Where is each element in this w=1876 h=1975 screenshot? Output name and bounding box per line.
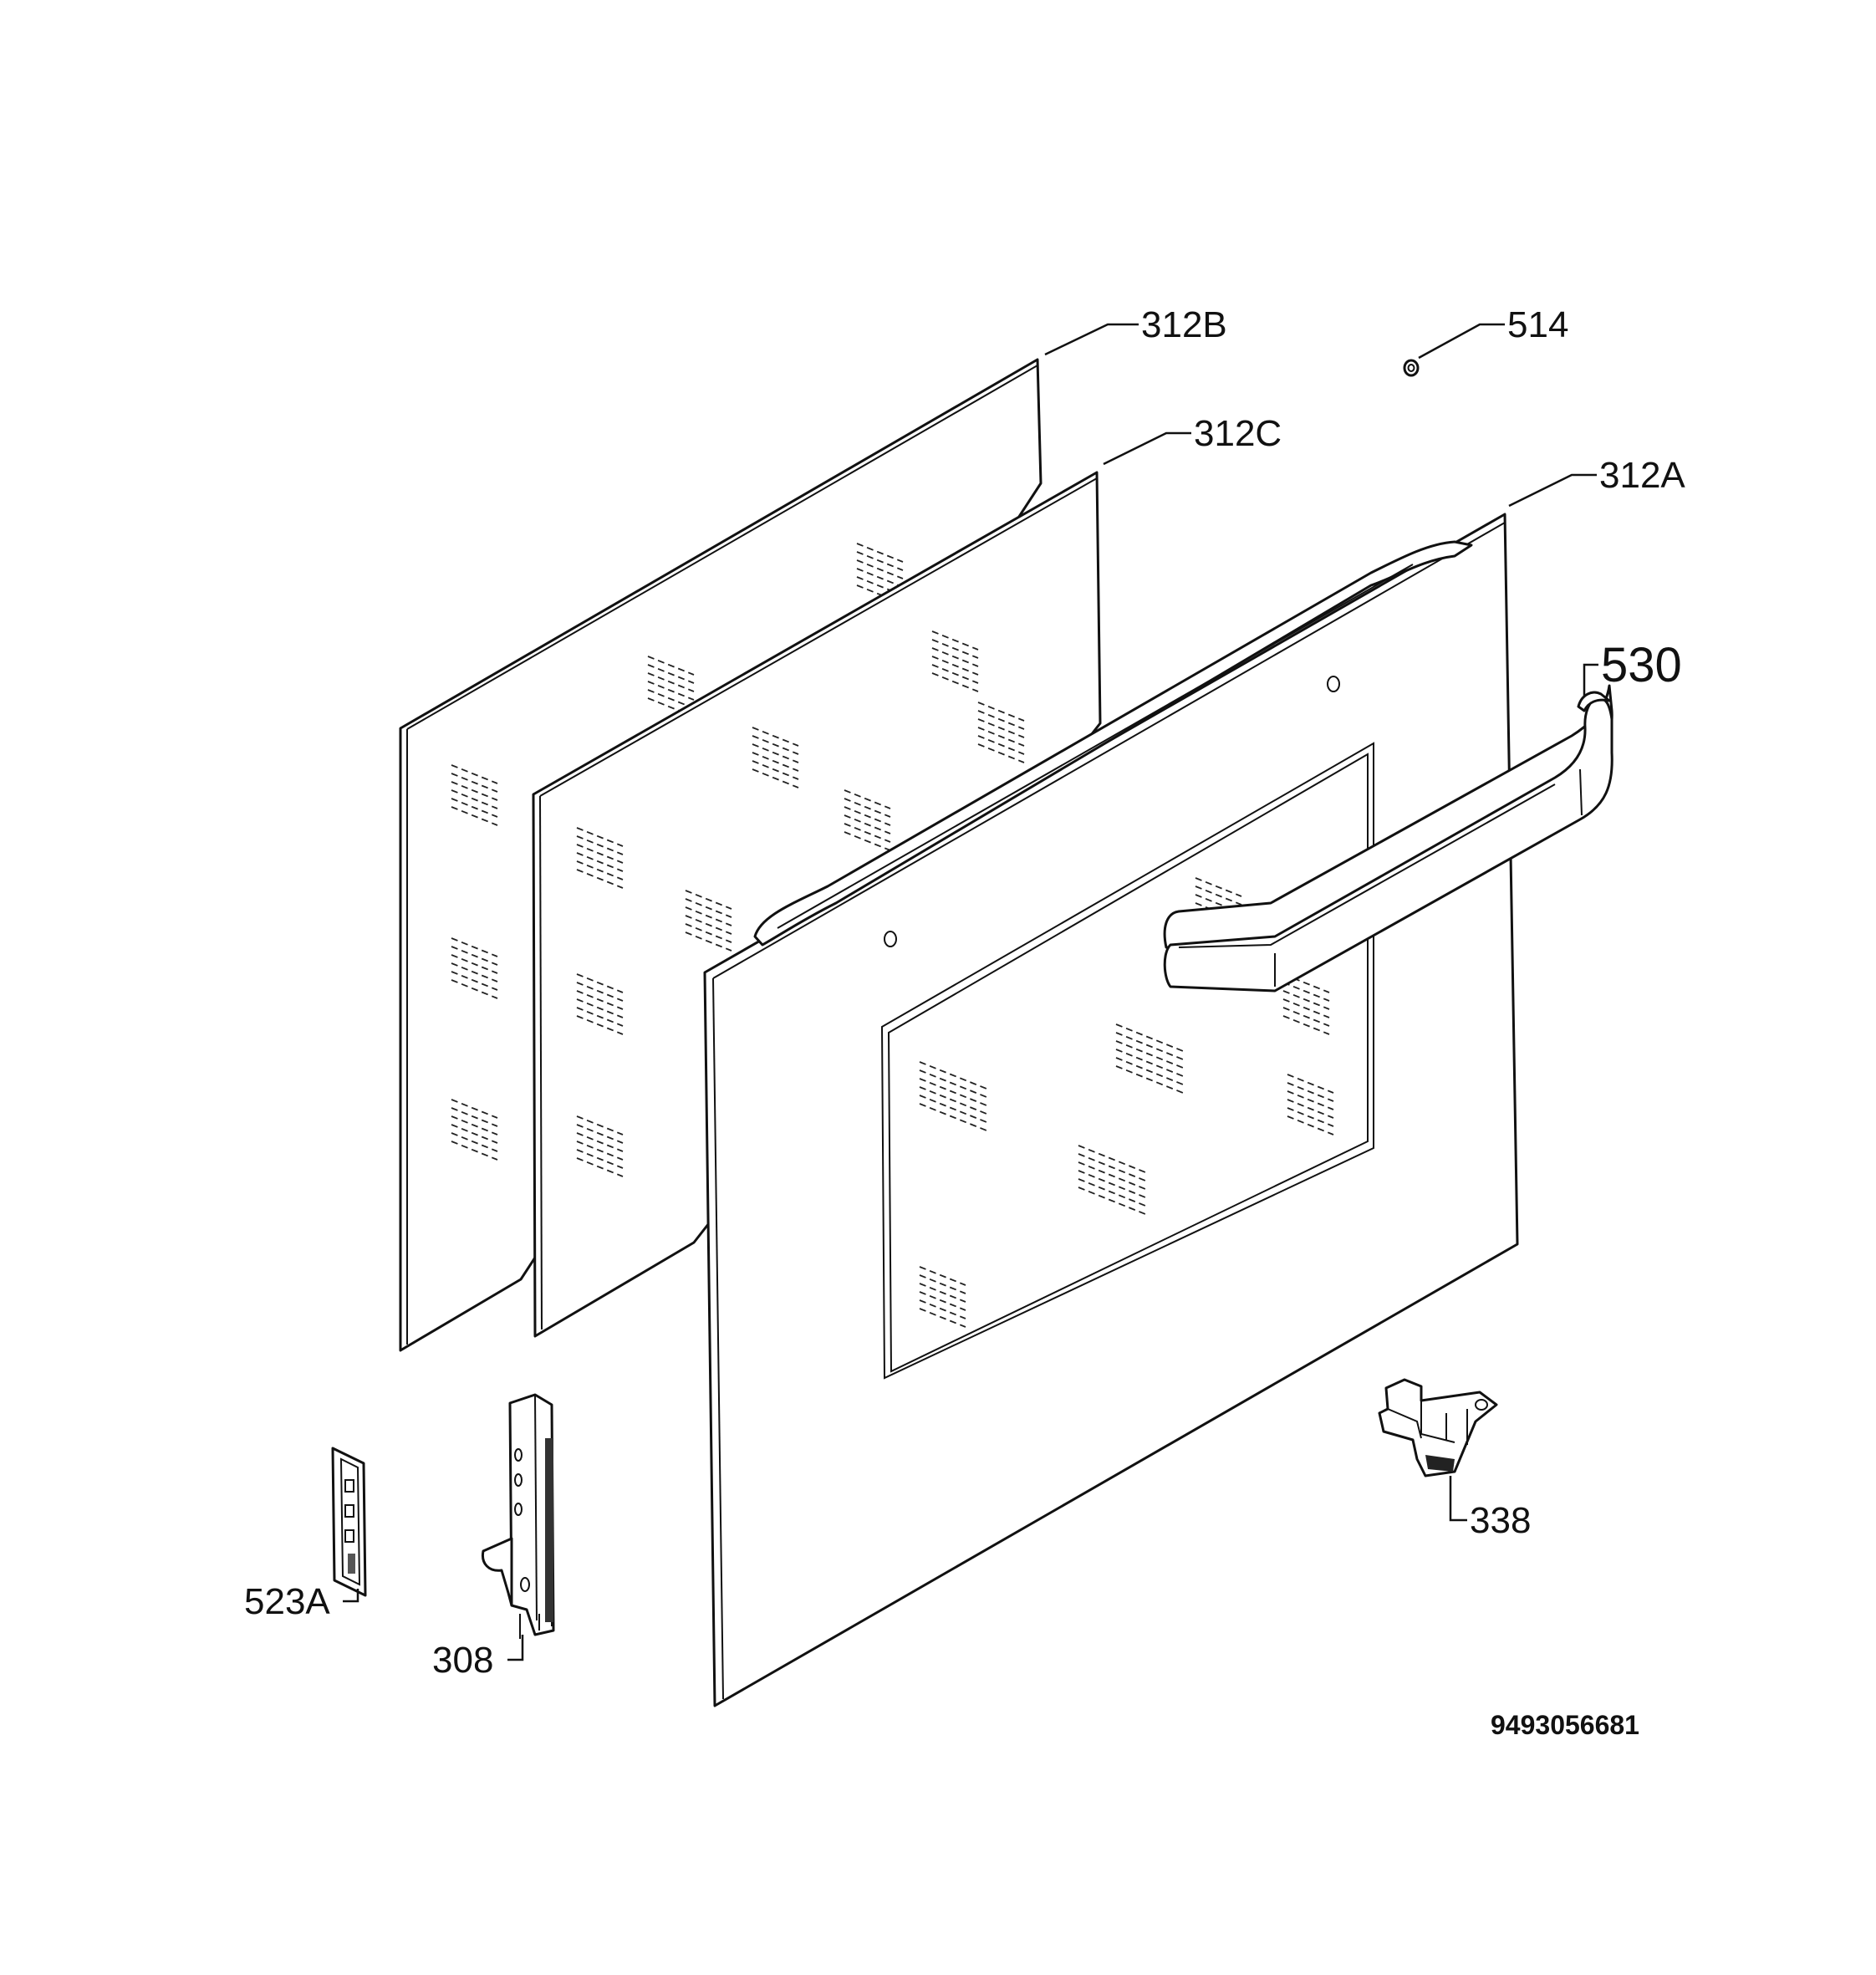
screw-part bbox=[1403, 359, 1420, 377]
leader-lines bbox=[343, 323, 1598, 1661]
label-514: 514 bbox=[1507, 304, 1568, 345]
door-handle bbox=[1163, 684, 1613, 993]
leader-523A bbox=[343, 1589, 359, 1603]
label-523A: 523A bbox=[244, 1581, 330, 1622]
leader-308 bbox=[507, 1635, 524, 1661]
leader-338 bbox=[1449, 1476, 1467, 1522]
leader-312A bbox=[1508, 473, 1597, 508]
door-latch-part bbox=[1378, 1378, 1498, 1477]
leader-530 bbox=[1583, 663, 1598, 696]
hinge-cover-part bbox=[331, 1447, 367, 1597]
leader-312B bbox=[1044, 323, 1139, 356]
hinge-part bbox=[481, 1393, 555, 1639]
label-338: 338 bbox=[1470, 1500, 1531, 1541]
leader-514 bbox=[1418, 323, 1505, 360]
document-number: 9493056681 bbox=[1491, 1710, 1639, 1740]
leader-312C bbox=[1103, 431, 1191, 466]
label-312C: 312C bbox=[1194, 413, 1282, 454]
label-308: 308 bbox=[432, 1640, 493, 1681]
front-glass-panel bbox=[703, 513, 1519, 1707]
label-312B: 312B bbox=[1141, 304, 1227, 345]
label-312A: 312A bbox=[1599, 455, 1685, 496]
label-530: 530 bbox=[1601, 638, 1682, 692]
